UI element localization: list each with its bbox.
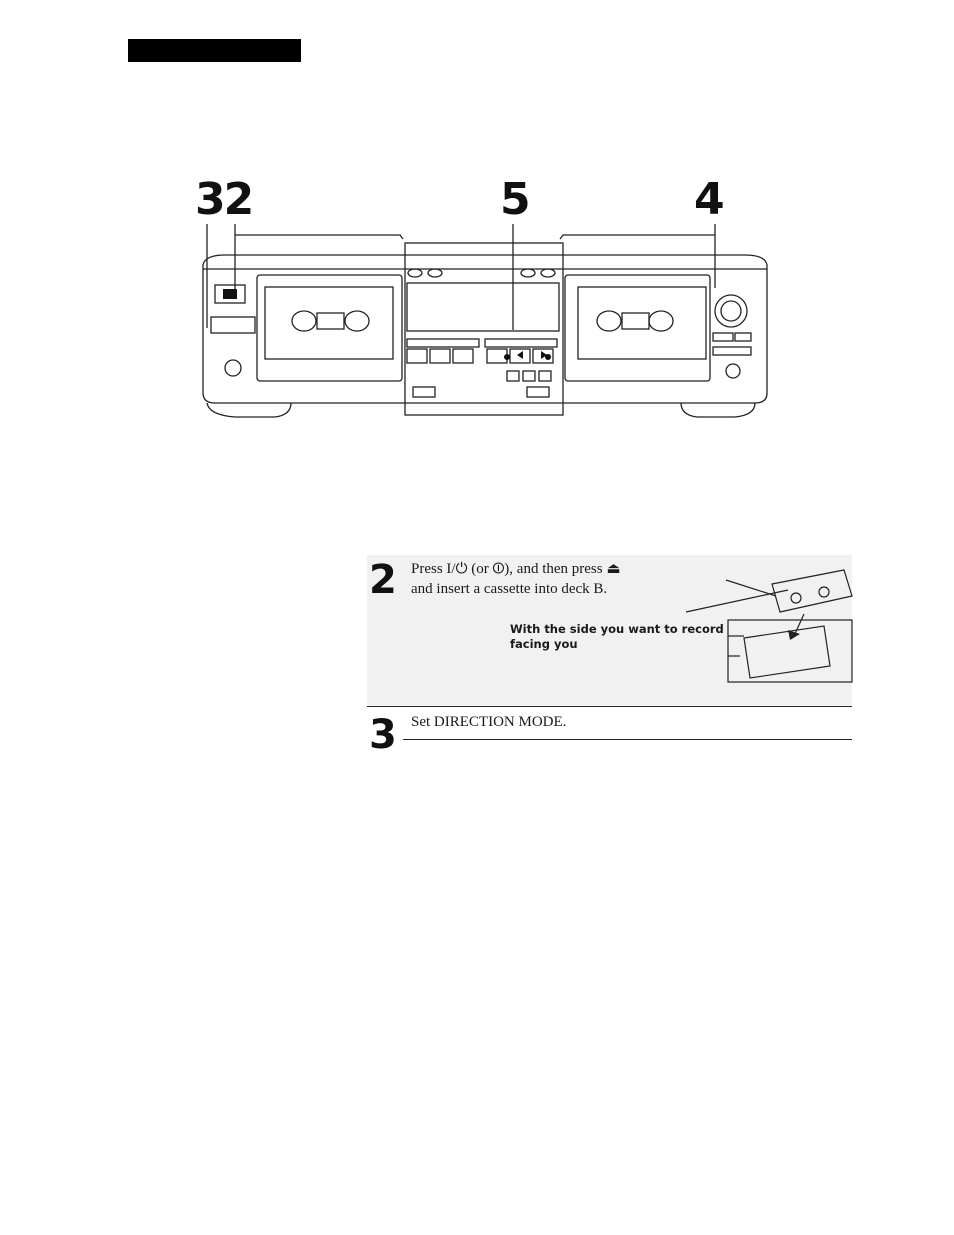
callout-number-left: 32 xyxy=(195,178,252,222)
step-3-number: 3 xyxy=(369,715,397,755)
step-2-instruction-line2: and insert a cassette into deck B. xyxy=(411,579,607,599)
cassette-deck-illustration xyxy=(195,225,775,425)
cassette-insert-illustration xyxy=(684,566,854,686)
callout-number-middle: 5 xyxy=(500,178,529,222)
step-2-instruction-line1: Press I/⏻ (or ⏼), and then press ⏏ xyxy=(411,559,621,579)
step-divider-top xyxy=(367,706,852,707)
callout-number-right: 4 xyxy=(694,178,723,222)
step-3-instruction: Set DIRECTION MODE. xyxy=(411,712,566,732)
step-2-number: 2 xyxy=(369,560,397,600)
step-2-caption-line2: facing you xyxy=(510,637,578,652)
section-header-bar xyxy=(128,39,301,62)
step-divider-bottom xyxy=(403,739,852,740)
